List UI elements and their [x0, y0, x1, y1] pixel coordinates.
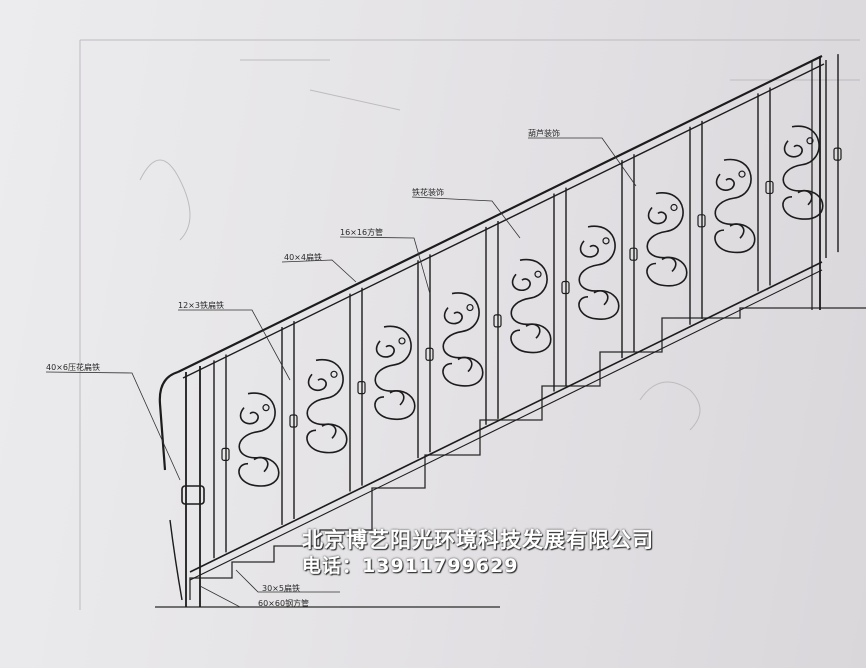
baluster-collar [493, 314, 502, 328]
scroll-curve [578, 225, 620, 320]
flower-bud [466, 303, 474, 312]
scroll-ornament [306, 358, 348, 454]
scroll-curve [646, 192, 688, 287]
scroll-panels [238, 125, 824, 487]
background-ghost-lines [79, 39, 860, 610]
scroll-ornament [714, 158, 756, 254]
scroll-lower-curl [389, 390, 405, 406]
scroll-curve [374, 325, 416, 420]
scroll-inner-curl [511, 273, 531, 292]
scroll-lower-curl [321, 423, 337, 439]
baluster-collar [697, 214, 706, 228]
flower-bud [398, 337, 406, 345]
scroll-ornament [578, 225, 620, 320]
scroll-ornament [238, 392, 280, 487]
label-flat12: 12×3铁扁铁 [178, 301, 224, 310]
company-name: 北京博艺阳光环境科技发展有限公司 [302, 528, 654, 552]
scroll-inner-curl [239, 407, 259, 425]
phone-label: 电话： [302, 555, 363, 577]
flower-bud [602, 237, 610, 245]
baluster-collar [765, 180, 774, 195]
scroll-ornament [510, 258, 552, 354]
scroll-inner-curl [715, 173, 735, 191]
phone-number: 13911799629 [362, 555, 519, 577]
scroll-inner-curl [579, 240, 599, 258]
baluster-collar [425, 347, 434, 361]
newel-post [169, 56, 821, 607]
scroll-curve [510, 258, 552, 354]
baluster-collar [561, 280, 570, 295]
flower-bud [738, 170, 746, 178]
baluster-collar [221, 447, 230, 461]
scroll-lower-curl [525, 323, 541, 339]
flower-bud [262, 404, 270, 412]
scroll-inner-curl [307, 373, 327, 392]
baluster-collar [289, 414, 298, 428]
handrail-top [158, 55, 823, 471]
label-handrail: 40×6压花扁铁 [46, 363, 100, 372]
flower-bud [670, 203, 678, 212]
label-flower: 铁花装饰 [412, 188, 444, 197]
flower-bud [806, 137, 814, 145]
scroll-curve [442, 292, 484, 387]
scroll-inner-curl [375, 340, 395, 358]
baluster-collar [833, 147, 842, 161]
balusters [213, 54, 842, 559]
scroll-inner-curl [783, 140, 803, 158]
scroll-ornament [442, 292, 484, 387]
handrail-second [182, 63, 825, 379]
label-tube: 16×16方管 [340, 228, 384, 237]
label-gourd: 葫芦装饰 [528, 129, 560, 138]
leader-lines [45, 137, 637, 608]
label-base30: 30×5扁铁 [262, 584, 300, 593]
phone-line: 电话：13911799629 [302, 551, 518, 578]
bottom-rail-second [189, 269, 823, 581]
label-flat40: 40×4扁铁 [284, 253, 322, 262]
scroll-lower-curl [729, 223, 745, 239]
scroll-ornament [374, 325, 416, 420]
scroll-inner-curl [647, 206, 667, 225]
scroll-ornament [646, 192, 688, 287]
scroll-ornament [782, 125, 824, 220]
scroll-lower-curl [457, 356, 473, 373]
scroll-lower-curl [797, 189, 813, 206]
flower-bud [534, 270, 542, 278]
scroll-curve [782, 125, 824, 220]
scroll-curve [306, 358, 348, 454]
flower-bud [330, 370, 338, 378]
scroll-inner-curl [443, 307, 463, 325]
baluster-collar [357, 381, 366, 395]
label-post: 60×60钢方管 [258, 599, 310, 608]
baluster-collar [629, 247, 638, 261]
bottom-rail [189, 261, 823, 573]
scroll-lower-curl [253, 456, 269, 473]
scroll-lower-curl [593, 289, 609, 306]
scroll-curve [238, 392, 280, 487]
scroll-lower-curl [661, 256, 677, 273]
scroll-curve [714, 158, 756, 254]
